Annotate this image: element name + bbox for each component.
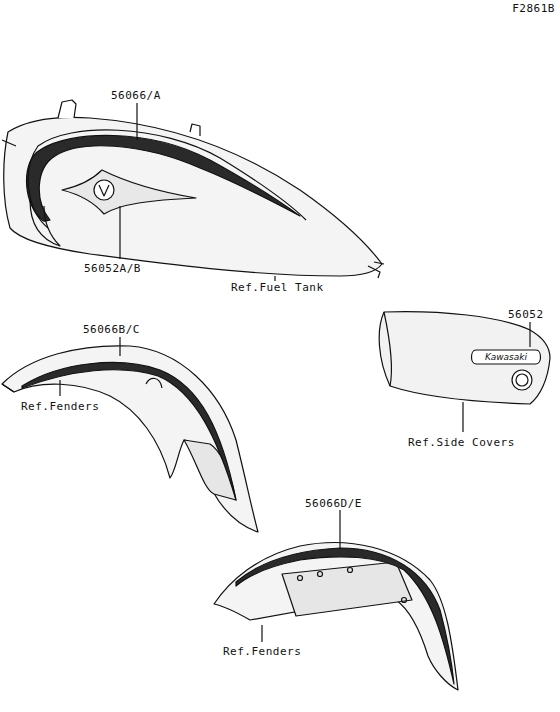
tank-fuel-line — [368, 262, 384, 278]
reference-label: Ref.Fenders — [20, 400, 100, 413]
callout-number: 56066B/C — [82, 323, 141, 336]
rear-fender-flap — [282, 562, 412, 616]
side-cover — [379, 312, 550, 404]
reference-label: Ref.Fuel Tank — [230, 281, 325, 294]
leader-line — [136, 103, 137, 140]
leader-line — [339, 510, 340, 548]
leader-line — [119, 206, 120, 259]
tank-hook — [30, 200, 60, 246]
drawing-number: F2861B — [511, 2, 556, 15]
logo-oval — [472, 350, 541, 364]
leader-line — [462, 402, 463, 432]
cover-hole — [512, 370, 532, 390]
mount-hole — [402, 598, 407, 603]
tank-stripe-decal — [27, 135, 301, 221]
mount-hole — [298, 576, 303, 581]
mount-hole — [318, 572, 323, 577]
cover-hole-inner — [516, 374, 528, 386]
leader-line — [119, 337, 120, 356]
side-cover-edge — [384, 312, 392, 386]
emblem-badge — [94, 180, 114, 200]
callout-number: 56066D/E — [304, 497, 363, 510]
reference-label: Ref.Side Covers — [407, 436, 516, 449]
reference-label: Ref.Fenders — [222, 645, 302, 658]
leader-line — [529, 322, 530, 347]
tank-stripe-outline — [28, 130, 306, 228]
tank-emblem — [62, 170, 196, 214]
leader-line — [261, 625, 262, 642]
front-fender — [2, 346, 258, 532]
fuel-tank — [4, 117, 382, 276]
emblem-v — [99, 185, 109, 196]
rear-fender-stripe — [236, 548, 454, 684]
logo-text: Kawasaki — [485, 352, 527, 362]
front-fender-stripe — [22, 363, 236, 500]
callout-number: 56052A/B — [83, 262, 142, 275]
callout-number: 56052 — [507, 308, 545, 321]
callout-number: 56066/A — [110, 89, 162, 102]
mount-hole — [348, 568, 353, 573]
leader-line — [59, 380, 60, 396]
filler-neck — [58, 100, 76, 118]
rear-fender — [214, 543, 458, 690]
